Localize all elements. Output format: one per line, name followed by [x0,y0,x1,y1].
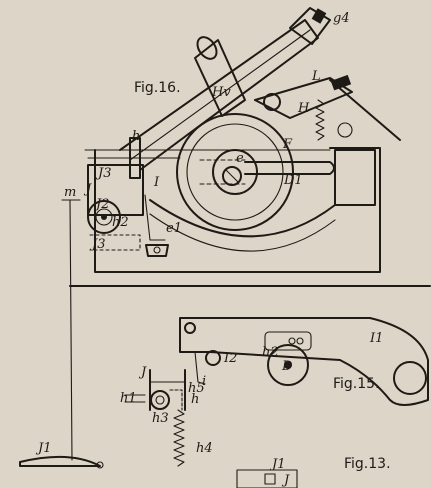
label-h1: h1 [120,391,137,406]
arm-H [254,77,353,119]
label-J-left: J [83,182,92,197]
fork-J [149,369,186,411]
label-I2: I2 [223,351,237,366]
label-J1-fig13: J1 [269,457,285,472]
label-F: F [282,137,293,152]
caption-fig13: Fig.13. [344,456,391,472]
hub-right [393,361,427,395]
label-D1: D1 [283,173,303,188]
fig15-drawing [179,317,429,406]
pin-I2 [205,350,221,366]
caption-fig16: Fig.16. [134,80,181,96]
label-h2-fig16: h2 [112,215,129,230]
label-J3-top: J3 [95,166,111,181]
label-h-top: h [132,129,140,144]
lever-I1 [179,317,429,406]
label-I1: I1 [369,331,383,346]
label-h3: h3 [152,411,169,426]
weight-J1 [19,455,101,467]
thread-line [69,199,73,461]
slide-J3 [87,164,144,216]
spring-upper [315,99,325,141]
wheel-F [176,113,294,231]
wheel-J2 [87,200,121,234]
label-I-fig16: I [153,175,160,190]
fig13-part [236,469,298,488]
arm-Hv [119,19,319,171]
label-J1-bottom: J1 [35,441,51,456]
hub-D [267,344,309,386]
label-i: i [202,374,206,389]
fig13-drawing [124,369,298,488]
label-Hv: Hv [211,85,231,100]
fig16-frame [94,147,381,273]
label-h5: h5 [188,381,205,396]
head-g4 [289,7,331,45]
knob-e1 [145,244,169,257]
caption-fig15: Fig.15. [333,376,380,392]
label-H: H [297,101,310,116]
label-m: m [64,185,76,200]
spring-h4 [173,409,185,467]
label-h4: h4 [196,441,213,456]
slot-D1 [244,161,335,175]
fig16-lower-arc [149,199,336,238]
label-J2: J2 [93,197,109,212]
label-D: D [281,359,293,374]
label-g4: g4 [333,11,350,26]
label-e1: e1 [166,221,182,236]
label-h2-fig15: h2 [262,345,279,360]
label-J-fig13: J [281,473,290,488]
top-cylinder [194,39,246,117]
label-L: L [311,69,321,84]
label-e: e [236,151,244,166]
label-J-fig15: J [138,365,147,380]
roller-h3 [150,390,170,410]
fig16-drawing [19,7,431,469]
label-J3-bot: J3 [89,237,105,252]
label-h-fig15: h [191,392,199,407]
